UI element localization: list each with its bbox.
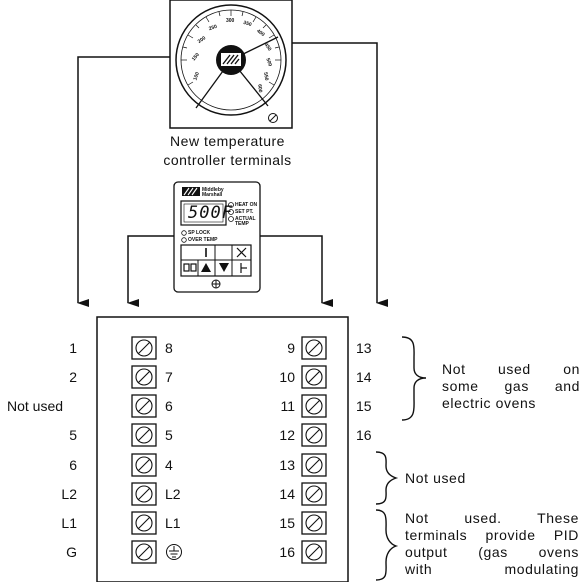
- brace-note1: [401, 336, 427, 421]
- left-outer-label: 1: [69, 340, 77, 356]
- note3-line: terminals provide PID: [405, 527, 579, 543]
- right-inner-label: 15: [279, 515, 295, 531]
- right-inner-label: 14: [279, 486, 295, 502]
- brand-line-2: Marshall: [202, 192, 223, 198]
- right-inner-label: 13: [279, 457, 295, 473]
- left-outer-label: L1: [61, 515, 77, 531]
- caption-line-2: controller terminals: [163, 152, 292, 168]
- indicator-set-pt: SET PT.: [235, 209, 254, 215]
- left-inner-label: L2: [165, 486, 181, 502]
- new-controller-drawing: [173, 181, 261, 293]
- note3-line: output (gas ovens: [405, 544, 579, 560]
- left-outer-label: L2: [61, 486, 77, 502]
- note1-line: Not used on: [442, 361, 580, 377]
- dial-label: 300: [226, 18, 235, 24]
- left-outer-label: 6: [69, 457, 77, 473]
- old-dial-arrows: [77, 42, 388, 307]
- left-outer-label: Not used: [7, 398, 64, 414]
- note3-line: with modulating: [405, 561, 579, 577]
- new-controller-caption: New temperature controller terminals: [140, 132, 315, 170]
- right-inner-label: 16: [279, 544, 295, 560]
- left-outer-label: G: [66, 544, 77, 560]
- left-inner-label: 4: [165, 457, 173, 473]
- left-inner-label: 8: [165, 340, 173, 356]
- left-outer-label: 5: [69, 427, 77, 443]
- caption-line-1: New temperature: [170, 133, 285, 149]
- braces: [375, 336, 427, 581]
- dial-label: 600: [256, 84, 264, 93]
- new-controller-arrows: [127, 235, 333, 307]
- ground-icon: [166, 544, 182, 560]
- right-outer-label: 15: [356, 398, 372, 414]
- note1-line: electric ovens: [442, 395, 536, 411]
- note3-line: Not used. These: [405, 510, 579, 526]
- left-inner-label: 7: [165, 369, 173, 385]
- terminal-block-outline: [96, 316, 349, 582]
- right-outer-label: 14: [356, 369, 372, 385]
- right-outer-label: 13: [356, 340, 372, 356]
- left-outer-label: 2: [69, 369, 77, 385]
- indicator-sp-lock: SP LOCK: [188, 230, 211, 236]
- indicator-actual-temp: ACTUAL TEMP: [235, 216, 256, 227]
- right-inner-label: 10: [279, 369, 295, 385]
- right-inner-label: 12: [279, 427, 295, 443]
- indicator-heat-on: HEAT ON: [235, 202, 258, 208]
- note-pid-output: Not used. These terminals provide PID ou…: [405, 510, 579, 578]
- brace-note2: [375, 451, 399, 505]
- controller-display: 500F: [188, 203, 233, 223]
- note1-line: some gas and: [442, 378, 580, 394]
- note-not-used: Not used: [405, 470, 466, 486]
- left-inner-label: 5: [165, 427, 173, 443]
- dial-label: 550: [261, 71, 270, 82]
- right-outer-label: 16: [356, 427, 372, 443]
- left-terminals: [131, 336, 157, 564]
- right-terminals: [301, 336, 327, 564]
- left-inner-label: L1: [165, 515, 181, 531]
- note-not-used-some-ovens: Not used on some gas and electric ovens: [442, 361, 580, 412]
- indicator-over-temp: OVER TEMP: [188, 237, 218, 243]
- brand-line-1: Middleby: [202, 187, 224, 193]
- brace-note3: [375, 509, 399, 581]
- old-dial-controller: [169, 0, 293, 129]
- left-inner-label: 6: [165, 398, 173, 414]
- right-inner-label: 9: [287, 340, 295, 356]
- right-inner-label: 11: [280, 398, 295, 414]
